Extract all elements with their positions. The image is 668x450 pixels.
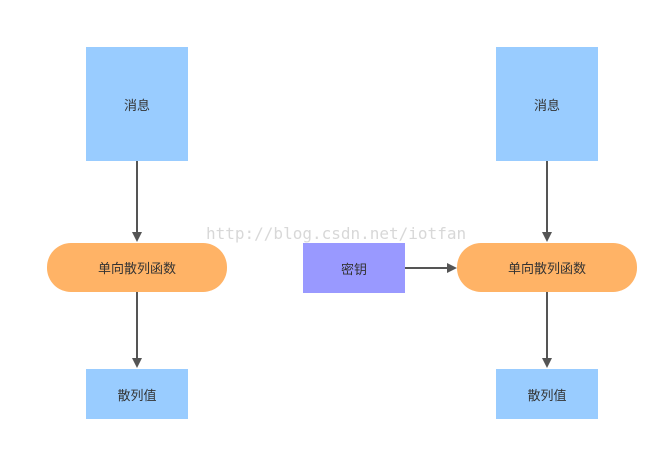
right-function-box: 单向散列函数 <box>457 243 637 292</box>
right-function-label: 单向散列函数 <box>507 262 586 277</box>
left-message-label: 消息 <box>123 98 150 114</box>
right-message-box: 消息 <box>496 47 598 161</box>
left-function-label: 单向散列函数 <box>97 262 176 277</box>
key-box: 密钥 <box>303 243 405 293</box>
left-function-box: 单向散列函数 <box>47 243 227 292</box>
right-message-label: 消息 <box>533 98 560 114</box>
key-label: 密钥 <box>340 262 367 278</box>
left-hash-label: 散列值 <box>117 388 157 404</box>
watermark-text: http://blog.csdn.net/iotfan <box>206 224 467 243</box>
left-hash-box: 散列值 <box>86 369 188 419</box>
right-hash-label: 散列值 <box>527 388 567 404</box>
right-hash-box: 散列值 <box>496 369 598 419</box>
left-message-box: 消息 <box>86 47 188 161</box>
